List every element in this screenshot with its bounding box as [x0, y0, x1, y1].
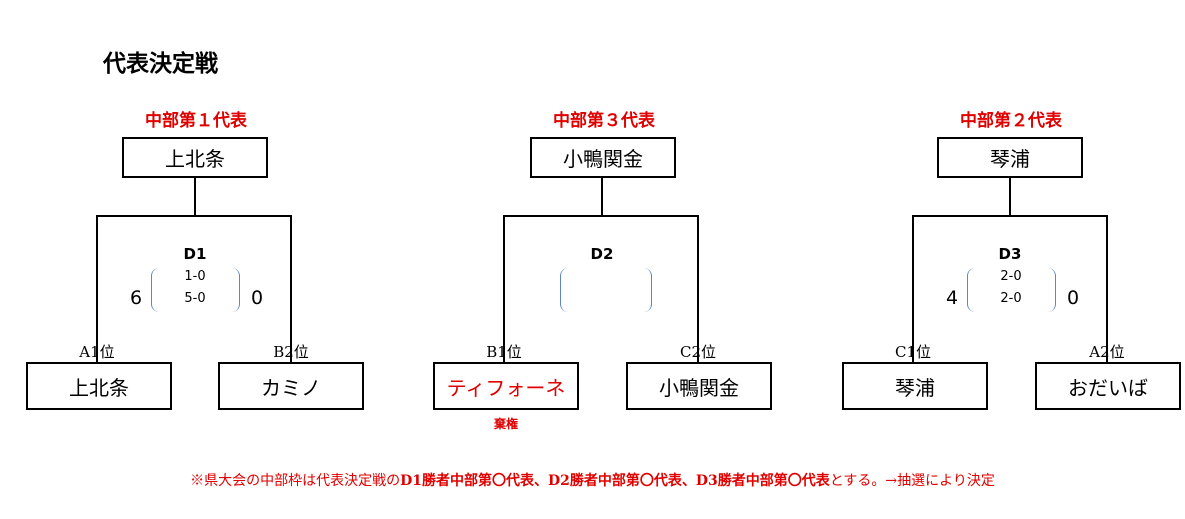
connector-line [1009, 178, 1011, 216]
rank-label: C1位 [894, 343, 932, 361]
rank-label: A2位 [1089, 343, 1125, 361]
connector-line [697, 215, 699, 364]
winner-box: 小鴨関金 [530, 137, 676, 178]
total-score-right: 0 [250, 287, 264, 309]
bracket-paren-right [644, 268, 652, 312]
bracket-paren-left [560, 268, 568, 312]
team-box: 琴浦 [842, 362, 988, 410]
set-score: 2-0 [1000, 269, 1022, 284]
forfeit-note: 棄権 [493, 417, 518, 431]
connector-line [194, 178, 196, 216]
connector-line [1106, 215, 1108, 364]
rank-label: B1位 [486, 343, 522, 361]
bracket-paren-left [151, 268, 159, 312]
set-score: 5-0 [184, 291, 206, 306]
footnote-bold: D1勝者中部第〇代表、D2勝者中部第〇代表、D3勝者中部第〇代表 [400, 473, 830, 489]
total-score-left: 4 [945, 287, 959, 309]
team-box: 小鴨関金 [626, 362, 772, 410]
rank-label: C2位 [679, 343, 717, 361]
team-box: おだいば [1035, 362, 1181, 410]
rep-label: 中部第１代表 [145, 111, 247, 131]
winner-box: 上北条 [122, 137, 268, 178]
connector-line [290, 215, 292, 364]
footnote: ※県大会の中部枠は代表決定戦のD1勝者中部第〇代表、D2勝者中部第〇代表、D3勝… [0, 470, 1185, 490]
page-title: 代表決定戦 [103, 51, 218, 77]
rank-label: A1位 [79, 343, 115, 361]
total-score-right: 0 [1066, 287, 1080, 309]
set-score: 2-0 [1000, 291, 1022, 306]
connector-line [96, 215, 292, 217]
connector-line [912, 215, 914, 364]
set-score: 1-0 [184, 269, 206, 284]
connector-line [503, 215, 505, 364]
footnote-prefix: ※県大会の中部枠は代表決定戦の [190, 473, 401, 489]
winner-box: 琴浦 [937, 137, 1083, 178]
total-score-left: 6 [129, 287, 143, 309]
team-box: 上北条 [26, 362, 172, 410]
footnote-suffix: とする。→抽選により決定 [829, 473, 995, 489]
connector-line [96, 215, 98, 364]
match-label: D3 [998, 245, 1022, 263]
bracket-paren-right [232, 268, 240, 312]
bracket-paren-left [967, 268, 975, 312]
team-box-forfeit: ティフォーネ [433, 362, 579, 410]
connector-line [912, 215, 1108, 217]
match-label: D2 [590, 245, 614, 263]
bracket-paren-right [1048, 268, 1056, 312]
connector-line [601, 178, 603, 216]
connector-line [503, 215, 699, 217]
rep-label: 中部第２代表 [960, 111, 1062, 131]
match-label: D1 [183, 245, 207, 263]
team-box: カミノ [218, 362, 364, 410]
rep-label: 中部第３代表 [553, 111, 655, 131]
rank-label: B2位 [273, 343, 309, 361]
